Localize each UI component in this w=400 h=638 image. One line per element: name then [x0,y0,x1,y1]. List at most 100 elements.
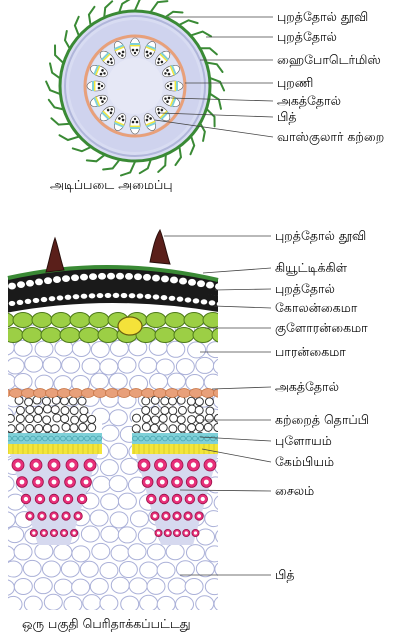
label-phloem: புளோயம் [275,433,332,448]
cambium-band [145,46,156,52]
parenchyma-cell [204,510,218,528]
epidermal-hair [164,10,184,19]
xylem-vessel [99,72,103,76]
parenchyma-cell [204,578,218,596]
xylem-lumen [19,479,25,485]
chlorenchyma-cell [97,327,119,343]
parenchyma-cell [117,492,137,510]
leader-line [170,97,274,102]
xylem-lumen [64,514,68,518]
phloem-cell [168,435,174,442]
parenchyma-cell [79,560,99,578]
parenchyma-cell [108,372,128,390]
parenchyma-cell [165,543,185,561]
xylem-lumen [207,462,213,468]
parenchyma-cell [13,339,33,357]
sclerenchyma-cell [15,405,25,415]
sclerenchyma-cell [169,413,179,423]
sclerenchyma-cell [158,413,168,423]
label-hypodermis-top: ஹைபோடெர்மிஸ் [277,52,381,67]
sclerenchyma-cell [69,406,79,416]
parenchyma-cell [206,611,224,627]
endodermis-cell [81,388,95,398]
xylem-lumen [42,531,46,535]
phloem-cell [8,435,12,442]
epidermal-hair [120,159,137,177]
phloem-cell [192,435,198,442]
endodermis-cell [141,388,155,398]
endodermis-cell [177,388,191,398]
sclerenchyma-cell [131,424,141,434]
parenchyma-cell [117,356,137,374]
cambium-band [174,81,176,91]
parenchyma-cell [139,561,159,579]
cambium-band [169,96,175,107]
collenchyma-cell [8,300,16,307]
phloem-cell [162,435,168,442]
sclerenchyma-cell [79,413,89,423]
bundle-body [129,37,141,57]
xylem-vessel [106,108,110,112]
vascular-bundle [8,395,102,545]
sclerenchyma-cell [15,414,25,424]
xylem-vessel [121,118,125,122]
epidermal-cell [179,277,187,285]
phloem-band [113,121,124,128]
parenchyma-cell [120,595,140,610]
vascular-bundle [154,105,171,122]
sclerenchyma-cell [160,396,170,406]
cambium-band [159,110,168,119]
cambium-band [95,65,101,76]
cambium-band [145,120,156,126]
phloem-band [170,64,177,75]
sclerenchyma-cell [194,405,204,415]
epidermal-hair-left [45,236,65,273]
parenchyma-cell [108,409,128,427]
parenchyma-cell [8,357,25,375]
vascular-bundle [131,395,218,545]
sclerenchyma-cell [158,423,168,433]
xylem-vessel [101,100,104,103]
bundle-body [164,80,184,92]
sclerenchyma-cell [24,397,34,407]
sclerenchyma-cell [195,414,205,424]
xylem-lumen [87,462,93,468]
parenchyma-cell [184,577,204,595]
epidermal-hair [208,76,226,92]
phloem-cell [90,435,96,442]
xylem-lumen [33,462,39,468]
sclerenchyma-cell [42,404,52,414]
cambium-band [102,53,111,62]
parenchyma-cell [100,525,120,543]
xylem-vessel [106,60,110,64]
epidermal-cell [152,274,160,282]
leader-line [211,386,272,390]
phloem-band [130,43,140,45]
epidermal-cell [53,276,61,283]
xylem-vessel [160,60,164,64]
parenchyma-cell [89,577,109,595]
endodermis-cell [129,388,143,398]
sclerenchyma-cell [194,397,204,407]
xylem-vessel [133,51,137,55]
vascular-bundle [162,64,180,78]
xylem-vessel [103,72,106,75]
parenchyma-cell [185,544,205,562]
xylem-lumen [149,496,154,502]
vascular-bundle [143,113,157,131]
xylem-lumen [164,514,168,518]
vascular-bundle [99,50,116,67]
parenchyma-cell [43,593,63,610]
epidermal-hair [87,5,96,27]
parenchyma-cell [110,544,130,562]
cambium-band [169,65,175,76]
sclerenchyma-cell [15,423,25,433]
parenchyma-cell [120,457,140,475]
chlorenchyma-cell [50,312,72,328]
xylem-lumen [174,479,180,485]
parenchyma-cell [215,527,218,545]
parenchyma-cell [8,475,15,493]
xylem-lumen [166,531,170,535]
epidermal-cell [89,273,97,280]
sclerenchyma-cell [60,414,70,424]
